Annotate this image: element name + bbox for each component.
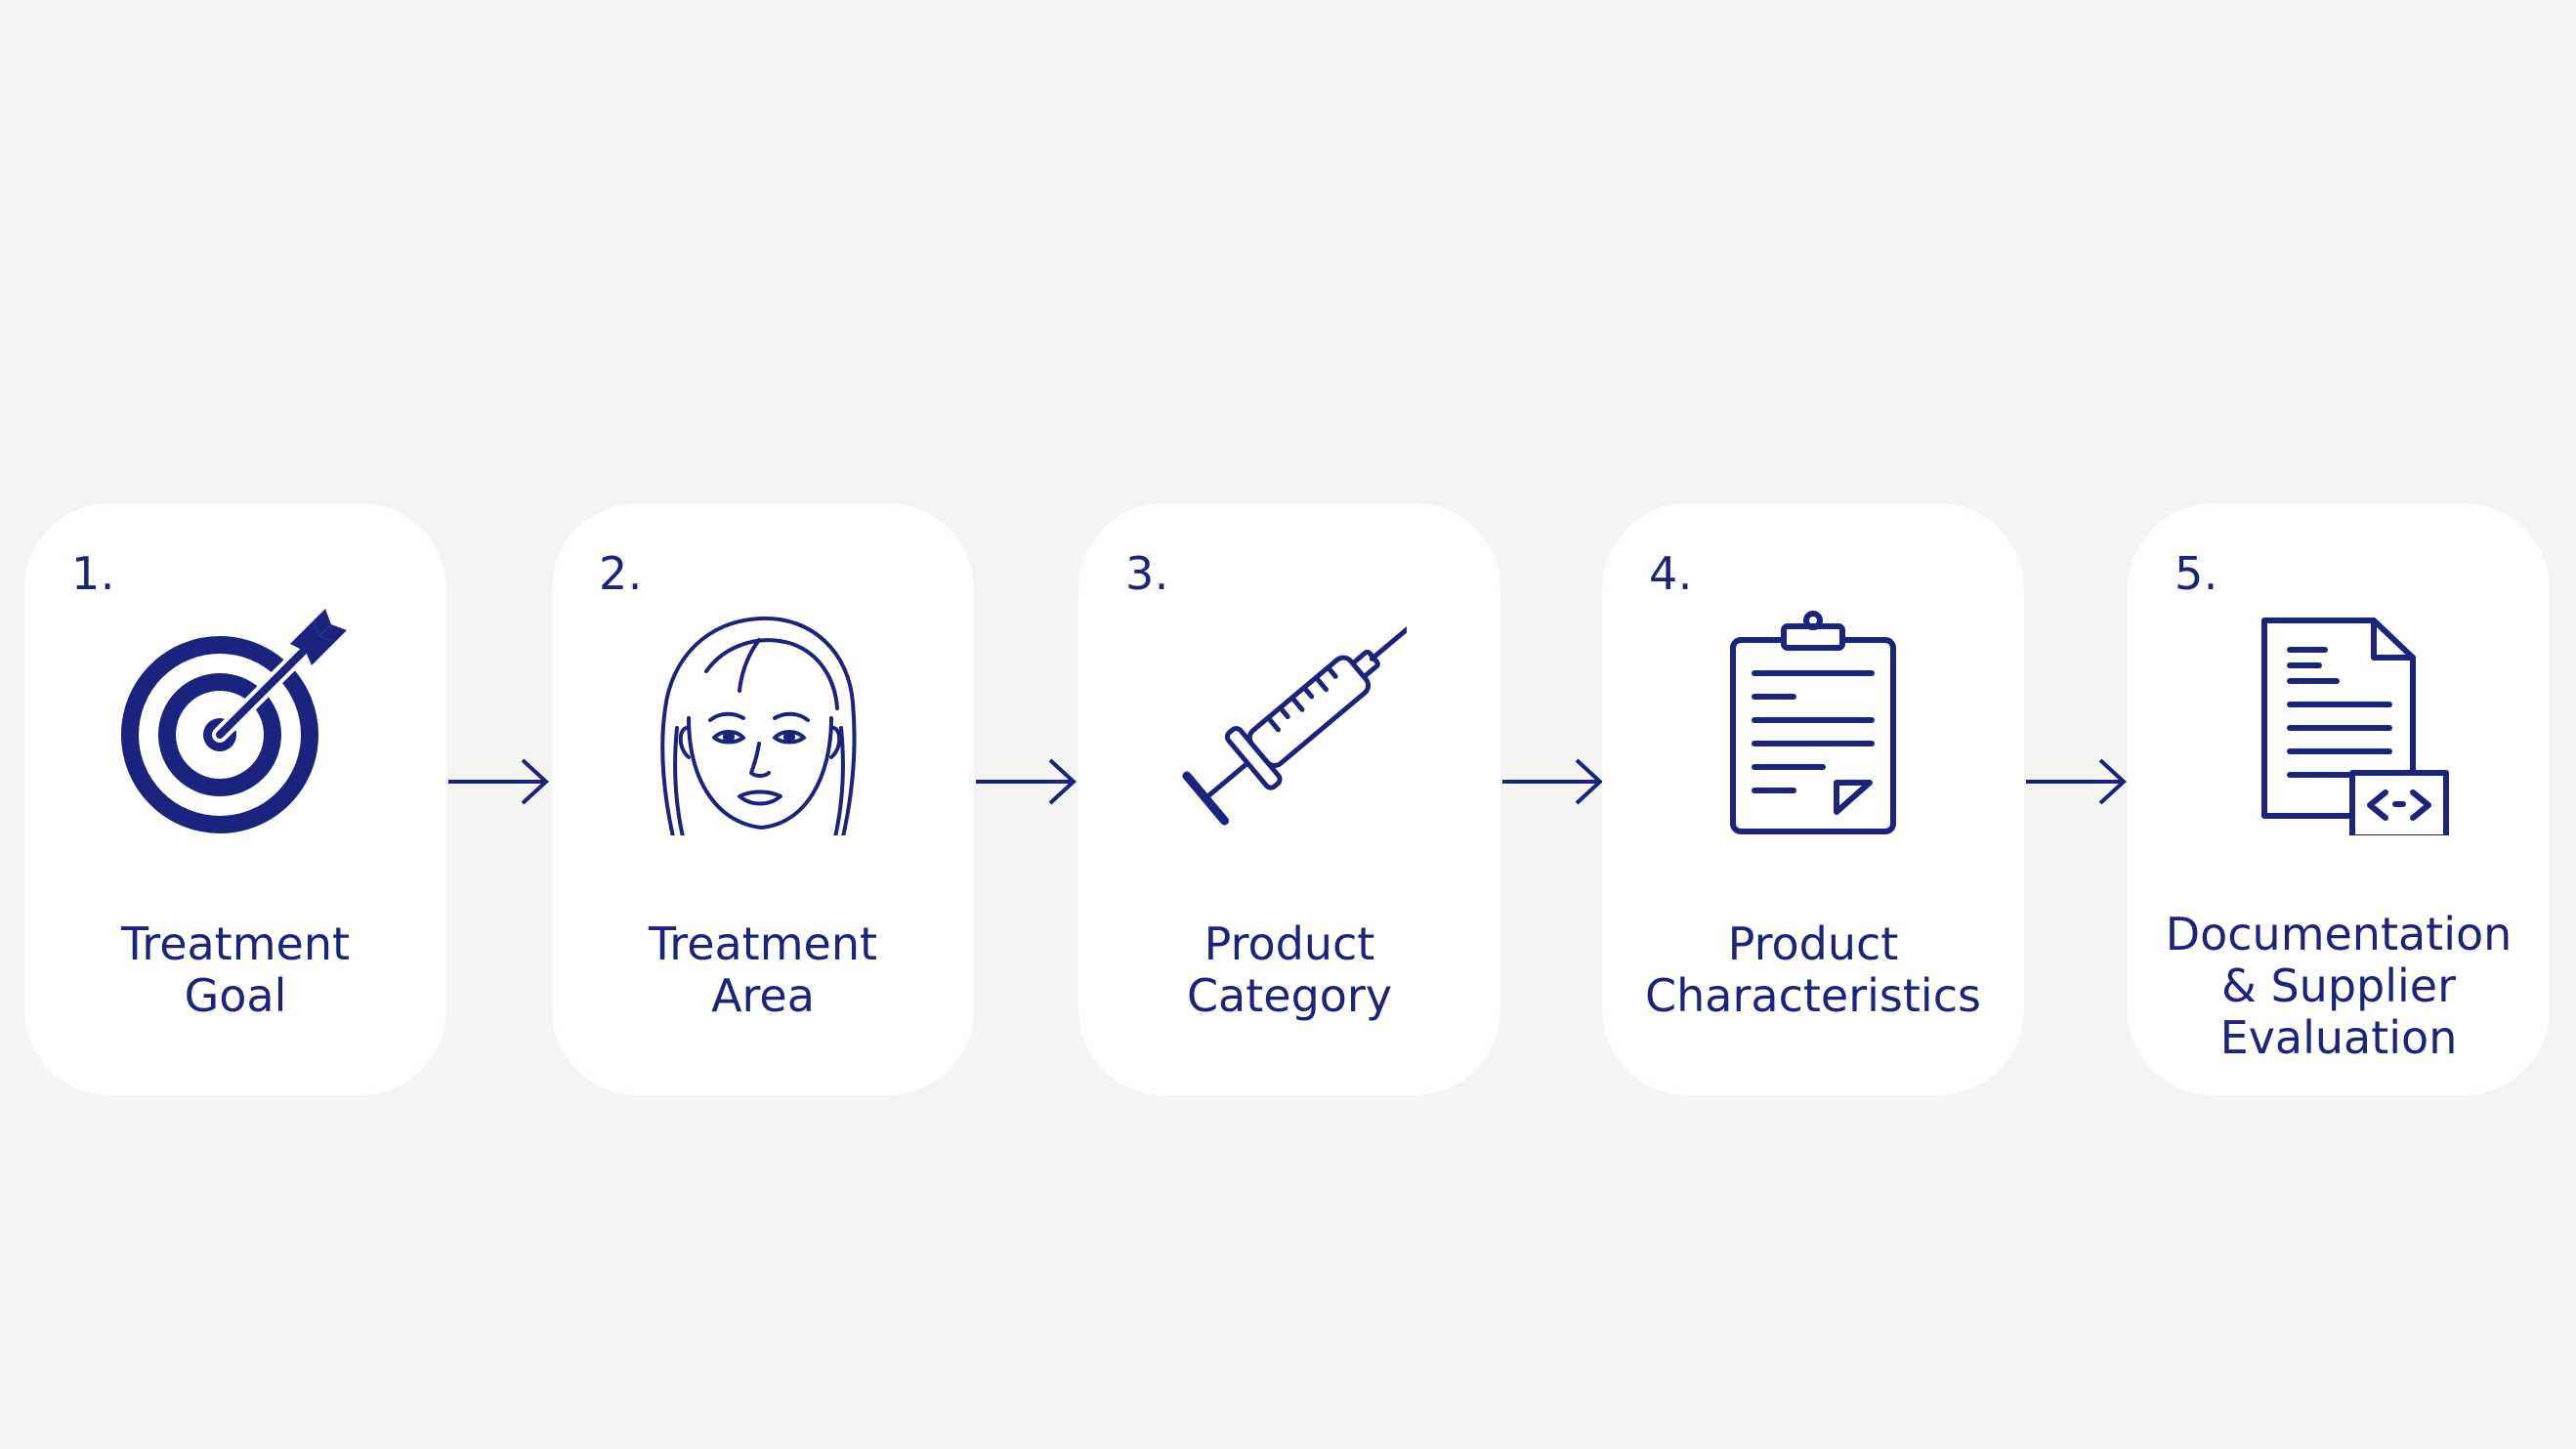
step-label-line: Product [1204, 917, 1375, 970]
step-label-line: Category [1186, 969, 1393, 1022]
step-label-line: Documentation [2165, 908, 2513, 960]
step-number: 2. [599, 547, 643, 600]
step-label: Documentation & Supplier Evaluation [2128, 909, 2550, 1064]
right-arrow-icon [974, 754, 1081, 809]
step-card-treatment-goal: 1. Treatment Goal [24, 503, 446, 1095]
target-with-arrow-icon [118, 601, 353, 835]
step-label-line: Treatment [120, 917, 351, 970]
step-card-treatment-area: 2. [552, 503, 974, 1095]
face-icon [646, 601, 880, 835]
step-label-line: Area [711, 969, 815, 1022]
step-label: Product Characteristics [1602, 918, 2024, 1022]
step-label: Treatment Goal [24, 918, 446, 1022]
right-arrow-icon [2024, 754, 2132, 809]
document-with-code-icon [2221, 601, 2456, 835]
step-label-line: & Supplier [2220, 959, 2457, 1012]
step-label-line: Treatment [648, 917, 878, 970]
right-arrow-icon [446, 754, 554, 809]
step-label: Product Category [1078, 918, 1500, 1022]
step-card-documentation-supplier-evaluation: 5. Documentation [2128, 503, 2550, 1095]
step-number: 4. [1649, 547, 1693, 600]
step-number: 5. [2175, 547, 2218, 600]
step-label-line: Goal [184, 969, 287, 1022]
step-card-product-characteristics: 4. Product Characteristics [1602, 503, 2024, 1095]
step-number: 1. [71, 547, 115, 600]
clipboard-icon [1696, 601, 1930, 835]
step-card-product-category: 3. [1078, 503, 1500, 1095]
step-number: 3. [1125, 547, 1169, 600]
step-label-line: Product [1727, 917, 1899, 970]
syringe-icon [1172, 601, 1407, 835]
step-label-line: Characteristics [1645, 969, 1981, 1022]
right-arrow-icon [1500, 754, 1608, 809]
step-label: Treatment Area [552, 918, 974, 1022]
step-label-line: Evaluation [2219, 1011, 2458, 1064]
